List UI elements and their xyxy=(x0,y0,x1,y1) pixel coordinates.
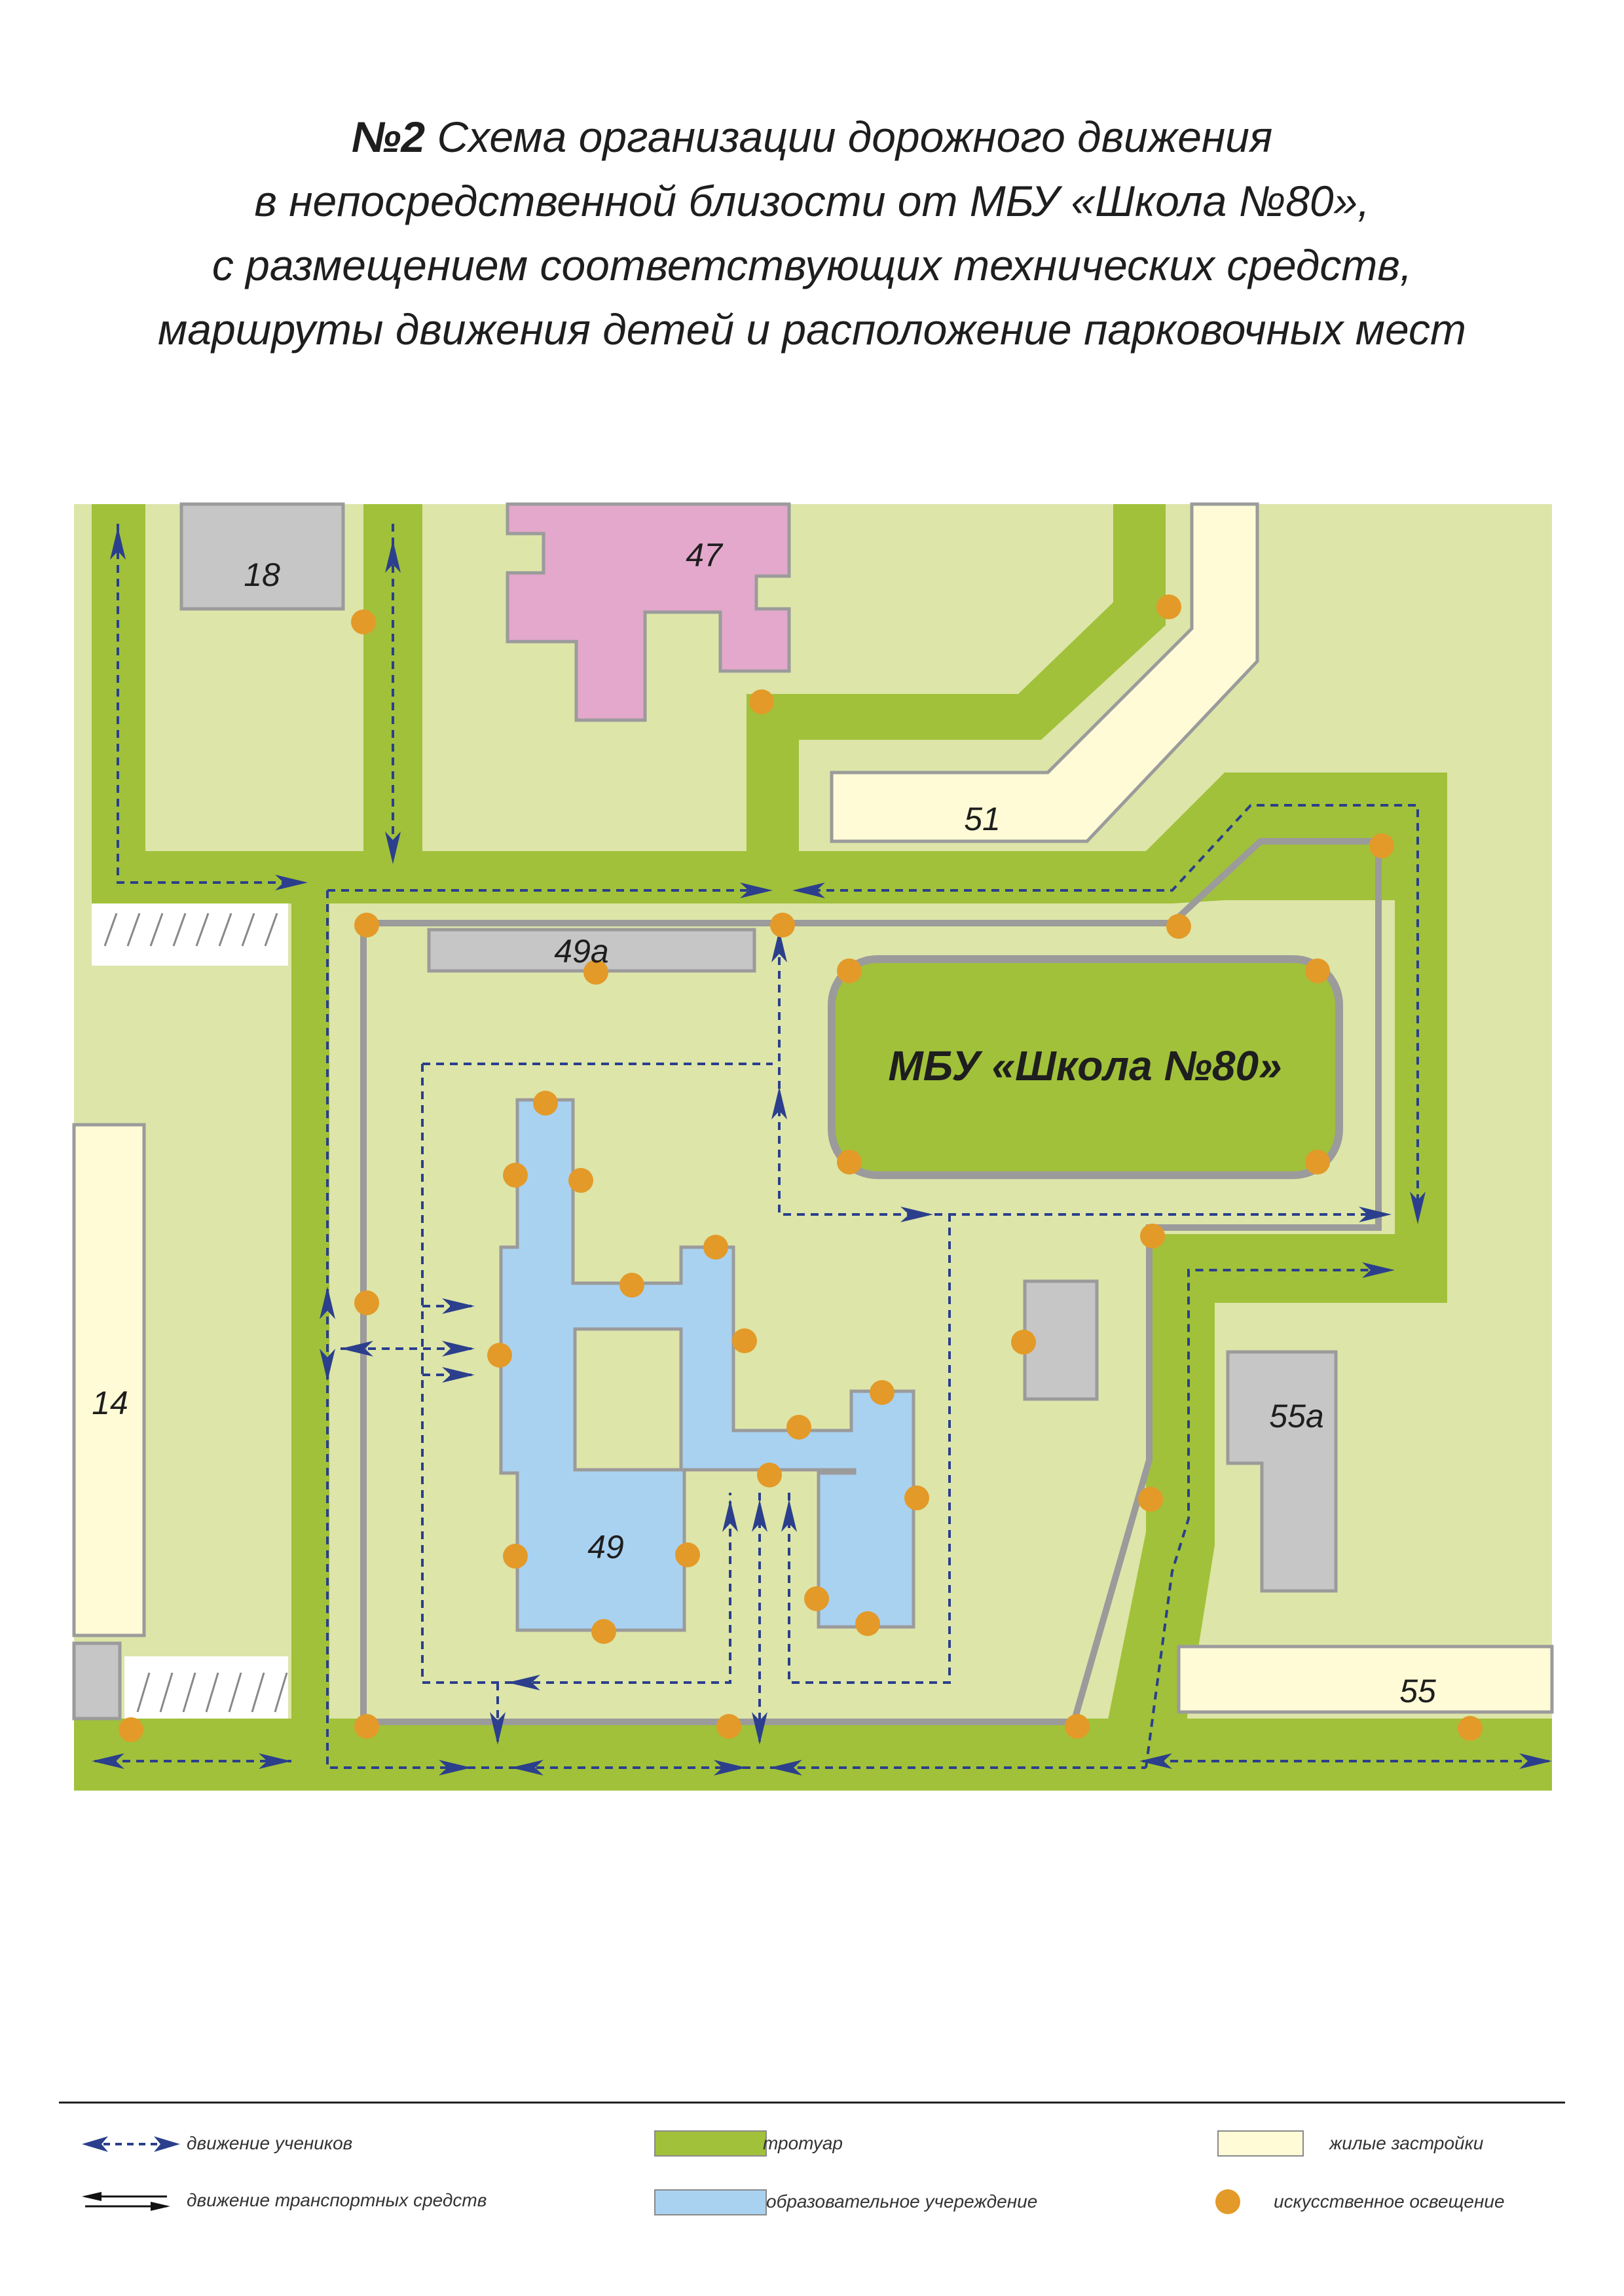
legend-lighting-symbol xyxy=(1215,2189,1240,2214)
parking-area-top-left xyxy=(92,903,288,966)
label-building-18: 18 xyxy=(244,556,280,593)
label-building-49a: 49а xyxy=(554,933,608,970)
legend-sidewalk-swatch xyxy=(654,2130,767,2157)
title-line-2: в непосредственной близости от МБУ «Школ… xyxy=(254,177,1370,225)
legend-education-swatch xyxy=(654,2189,767,2215)
label-building-47: 47 xyxy=(686,537,724,574)
building-school-80 xyxy=(828,955,1343,1179)
label-building-55: 55 xyxy=(1399,1673,1436,1709)
label-building-51: 51 xyxy=(964,801,1001,837)
label-school-80: МБУ «Школа №80» xyxy=(888,1042,1282,1089)
building-47 xyxy=(506,502,791,722)
title-line-3: с размещением соответствующих технически… xyxy=(212,241,1412,289)
building-49-courtyard xyxy=(573,1327,683,1472)
legend-vehicle-route-symbol xyxy=(82,2192,170,2211)
parking-area-bottom-left xyxy=(124,1656,288,1719)
label-building-55a: 55а xyxy=(1269,1398,1323,1434)
building-14 xyxy=(72,1123,146,1637)
lighting-points xyxy=(119,594,1483,1742)
label-building-14: 14 xyxy=(92,1385,128,1421)
parking-stripes-bottom-left xyxy=(136,1672,288,1713)
legend-sidewalk-label: тротуар xyxy=(763,2133,843,2153)
legend-vehicle-route-label: движение транспортных средств xyxy=(187,2190,487,2210)
title-number: №2 xyxy=(351,113,426,161)
building-49 xyxy=(499,1098,915,1632)
legend-residential-label: жилые застройки xyxy=(1329,2133,1484,2153)
title-line-1: №2 Схема организации дорожного движения xyxy=(0,105,1624,169)
legend-student-route-symbol xyxy=(82,2136,180,2152)
title-line-1-text: Схема организации дорожного движения xyxy=(425,113,1273,161)
legend-education-label: образовательное учереждение xyxy=(766,2191,1038,2212)
building-55 xyxy=(1177,1645,1554,1714)
legend-divider xyxy=(59,2102,1565,2104)
building-55a xyxy=(1226,1350,1338,1593)
legend-residential-swatch xyxy=(1217,2130,1304,2157)
legend-lighting-label: искусственное освещение xyxy=(1274,2191,1505,2212)
page-title: №2 Схема организации дорожного движения … xyxy=(0,105,1624,361)
parking-stripes-top-left xyxy=(103,913,278,947)
student-routes xyxy=(95,524,1549,1769)
building-gray-bottom-left xyxy=(72,1641,122,1721)
building-18 xyxy=(179,502,345,611)
building-51 xyxy=(830,502,1259,843)
legend-student-route-label: движение учеников xyxy=(187,2133,353,2153)
label-building-49: 49 xyxy=(587,1529,624,1565)
title-line-4: маршруты движения детей и расположение п… xyxy=(158,305,1466,354)
route-arrows xyxy=(92,527,1552,1776)
